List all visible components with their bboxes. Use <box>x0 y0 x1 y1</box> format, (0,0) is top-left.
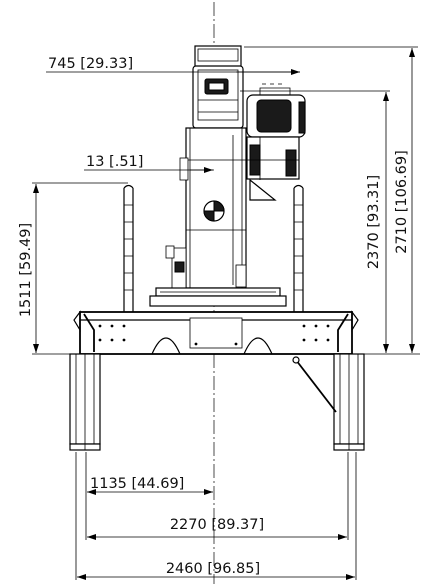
dim-text-left-height: 1511 [59.49] <box>18 223 34 317</box>
support-strut <box>295 359 337 413</box>
dim-text-height-mid: 2370 [93.31] <box>366 175 382 269</box>
dim-text-top-width: 745 [29.33] <box>48 56 133 72</box>
left-outrigger <box>69 353 101 451</box>
crane-machine <box>149 45 306 307</box>
dim-height-total: 2710 [106.69] <box>244 46 418 353</box>
dim-text-height-total: 2710 [106.69] <box>394 150 410 254</box>
chassis <box>73 310 359 355</box>
dim-half-span: 1135 [44.69] <box>87 476 213 495</box>
dim-text-half-span: 1135 [44.69] <box>90 476 184 492</box>
dim-text-span-inner: 2270 [89.37] <box>170 517 264 533</box>
left-ladder <box>123 184 134 312</box>
right-ladder <box>293 184 304 312</box>
dim-top-width: 745 [29.33] <box>46 56 300 75</box>
dim-offset: 13 [.51] <box>84 154 214 173</box>
dim-text-offset: 13 [.51] <box>86 154 143 170</box>
dim-span-outer: 2460 [96.85] <box>77 561 355 580</box>
dim-left-height: 1511 [59.49] <box>18 182 128 355</box>
dim-span-inner: 2270 [89.37] <box>87 517 347 540</box>
right-outrigger <box>333 353 365 451</box>
dim-text-span-outer: 2460 [96.85] <box>166 561 260 577</box>
dim-height-mid: 2370 [93.31] <box>240 90 420 355</box>
